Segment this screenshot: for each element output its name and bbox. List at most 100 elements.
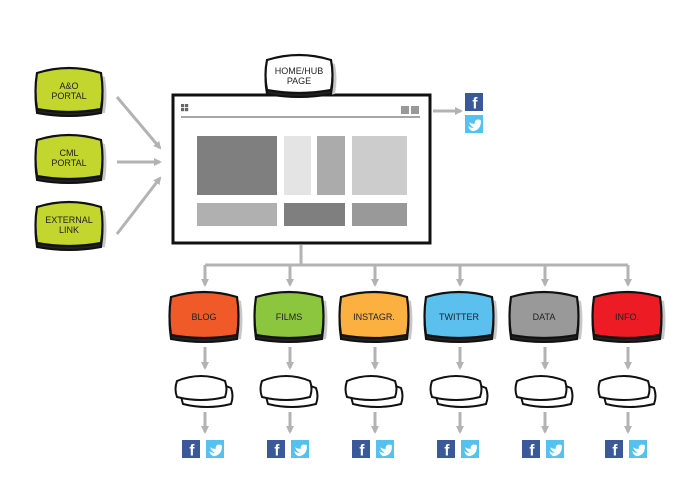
channel-node-instagr-face <box>338 290 410 340</box>
twitter-bird <box>209 444 222 457</box>
twitter-bird <box>464 444 477 457</box>
source-node-cml-portal-label: PORTAL <box>51 158 86 168</box>
facebook-icon: f <box>522 440 540 459</box>
content-block <box>352 203 407 226</box>
source-node-external-link-label: LINK <box>59 225 79 235</box>
channel-node-twitter-face <box>423 290 495 340</box>
page-front <box>259 375 313 401</box>
channel-label-twitter: TWITTER <box>439 312 479 322</box>
channel-node-twitter: TWITTER <box>423 290 498 343</box>
page-front <box>514 375 568 401</box>
facebook-glyph: f <box>274 442 280 459</box>
grid-icon-cell <box>185 104 189 108</box>
channel-label-instagr: INSTAGR. <box>353 312 395 322</box>
source-node-external-link-label: EXTERNAL <box>45 215 93 225</box>
page-front <box>174 375 228 401</box>
facebook-glyph: f <box>472 95 478 112</box>
facebook-icon-bg <box>522 440 540 458</box>
facebook-icon-bg <box>465 93 483 111</box>
facebook-icon: f <box>182 440 200 459</box>
facebook-icon: f <box>267 440 285 459</box>
connector-arrows <box>115 96 632 434</box>
facebook-icon: f <box>352 440 370 459</box>
page-front <box>344 375 398 401</box>
facebook-glyph: f <box>529 442 535 459</box>
channel-label-info: INFO. <box>615 312 639 322</box>
grid-icon <box>181 104 189 112</box>
facebook-icon-bg <box>437 440 455 458</box>
content-block <box>317 136 345 195</box>
twitter-icon <box>629 440 647 458</box>
twitter-icon <box>206 440 224 458</box>
page-stack-data <box>514 375 574 408</box>
content-block <box>284 136 311 195</box>
source-node-ao-portal-label: A&O <box>59 81 78 91</box>
hub-node-label: PAGE <box>287 76 311 86</box>
arrow-external-to-hub <box>115 176 162 235</box>
facebook-icon-bg <box>182 440 200 458</box>
arrow-ao-to-hub <box>115 96 162 150</box>
source-node-external-link-face <box>34 200 104 248</box>
channel-node-info-face <box>591 290 663 340</box>
facebook-icon-bg <box>267 440 285 458</box>
facebook-glyph: f <box>612 442 618 459</box>
hub-twitter-icon <box>465 115 483 133</box>
content-block <box>197 136 277 195</box>
twitter-bird <box>294 444 307 457</box>
facebook-icon: f <box>437 440 455 459</box>
channel-label-blog: BLOG <box>191 312 216 322</box>
source-node-cml-portal-label: CML <box>59 148 78 158</box>
twitter-bird <box>379 444 392 457</box>
channel-label-films: FILMS <box>276 312 303 322</box>
facebook-icon: f <box>605 440 623 459</box>
facebook-glyph: f <box>444 442 450 459</box>
page-stack-instagr <box>344 375 404 408</box>
page-front <box>597 375 651 401</box>
page-stack-films <box>259 375 319 408</box>
grid-icon-cell <box>181 108 185 112</box>
diagram-nodes: A&OPORTALCMLPORTALEXTERNALLINKHOME/HUBPA… <box>34 53 666 459</box>
mini-facebook-icon <box>401 106 409 114</box>
content-block <box>284 203 345 226</box>
source-node-cml-portal-face <box>34 133 104 181</box>
channel-node-data-face <box>508 290 580 340</box>
hub-node-label: HOME/HUB <box>275 66 324 76</box>
hub-facebook-icon: f <box>465 93 483 112</box>
page-stack-twitter <box>429 375 489 408</box>
twitter-icon <box>376 440 394 458</box>
hub-browser-window <box>171 93 432 245</box>
twitter-icon <box>291 440 309 458</box>
hub-node-face <box>264 53 334 95</box>
twitter-icon <box>461 440 479 458</box>
channel-node-blog-face <box>168 290 240 340</box>
channel-node-info: INFO. <box>591 290 666 343</box>
twitter-bird <box>632 444 645 457</box>
content-block <box>197 203 277 226</box>
facebook-glyph: f <box>359 442 365 459</box>
channel-node-films-face <box>253 290 325 340</box>
grid-icon-cell <box>181 104 185 108</box>
source-node-ao-portal-face <box>34 66 104 114</box>
page-front <box>429 375 483 401</box>
channel-node-instagr: INSTAGR. <box>338 290 413 343</box>
content-block <box>352 136 407 195</box>
mini-twitter-icon <box>411 106 419 114</box>
channel-node-films: FILMS <box>253 290 328 343</box>
channel-node-data: DATA <box>508 290 583 343</box>
facebook-icon-bg <box>605 440 623 458</box>
page-stack-info <box>597 375 657 408</box>
source-node-ao-portal-label: PORTAL <box>51 91 86 101</box>
twitter-icon <box>546 440 564 458</box>
facebook-glyph: f <box>189 442 195 459</box>
twitter-bird <box>468 119 481 132</box>
page-stack-blog <box>174 375 234 408</box>
channel-label-data: DATA <box>533 312 556 322</box>
channel-node-blog: BLOG <box>168 290 243 343</box>
facebook-icon-bg <box>352 440 370 458</box>
twitter-bird <box>549 444 562 457</box>
